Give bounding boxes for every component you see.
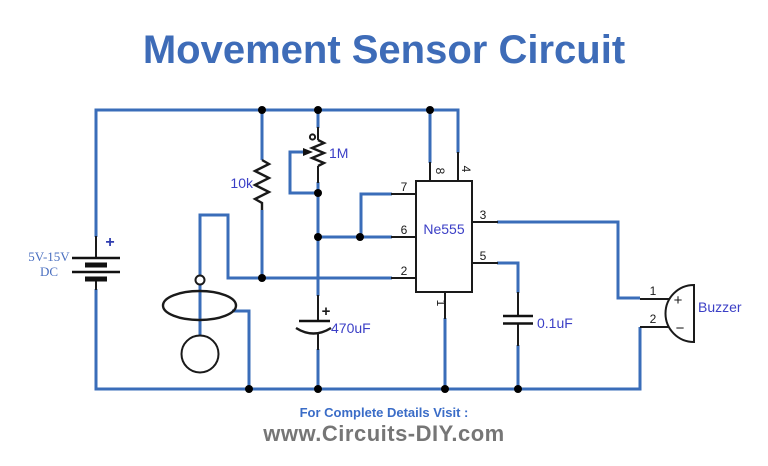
sensor-ring <box>161 289 238 322</box>
ic-pin2-number: 2 <box>401 264 408 278</box>
wires <box>94 108 642 391</box>
junction-dot <box>245 385 253 393</box>
junction-dot <box>314 106 322 114</box>
footer-note: For Complete Details Visit : <box>299 405 469 420</box>
ic-label: Ne555 <box>423 221 464 237</box>
battery-dc-label: DC <box>40 264 58 279</box>
junction-dot <box>314 189 322 197</box>
ic-pin3-number: 3 <box>480 208 487 222</box>
pot-value-label: 1M <box>329 145 348 161</box>
resistor-zigzag <box>252 158 272 210</box>
buzzer-label: Buzzer <box>698 299 742 315</box>
ic-pin7-number: 7 <box>401 180 408 194</box>
wire-pin5-to-cap <box>497 261 520 293</box>
footer: For Complete Details Visit : www.Circuit… <box>0 405 768 446</box>
sensor-pivot-circle <box>194 274 206 286</box>
wire-bottom-rail <box>94 289 642 391</box>
buzzer-body <box>664 283 695 344</box>
cap470-plus-sign: + <box>322 303 331 320</box>
capacitor-470uf: + 470uF <box>295 303 371 336</box>
capacitor-01uf: 0.1uF <box>503 314 573 331</box>
ic-pin5-number: 5 <box>480 249 487 263</box>
buzzer-pin1-number: 1 <box>650 284 657 298</box>
page-title: Movement Sensor Circuit <box>142 28 626 72</box>
wire-pin2-to-sensor <box>198 213 392 280</box>
component-leads <box>95 127 670 350</box>
junction-dot <box>314 233 322 241</box>
junction-dot <box>356 233 364 241</box>
junction-dot <box>314 385 322 393</box>
ic-pin8-number: 8 <box>433 168 447 175</box>
potentiometer-1m: 1M <box>303 133 348 168</box>
ic-pin1-number: 1 <box>434 300 448 307</box>
junction-dots <box>245 106 522 393</box>
wire-pot-wiper <box>288 150 318 195</box>
pot-top-marker <box>308 133 317 141</box>
wire-sensor-out <box>232 309 251 389</box>
cap01-value-label: 0.1uF <box>537 315 573 331</box>
footer-url: www.Circuits-DIY.com <box>263 420 505 446</box>
wire-pin3-to-buzzer <box>497 220 640 300</box>
pot-wiper-arrowhead <box>303 148 313 156</box>
battery-plus-sign: + <box>105 234 114 251</box>
ic-pin4-number: 4 <box>459 166 473 173</box>
cap470-curved-plate <box>295 326 332 335</box>
ic-pin6-number: 6 <box>401 223 408 237</box>
battery: + 5V-15V DC <box>28 234 120 282</box>
junction-dot <box>258 274 266 282</box>
buzzer-pin2-number: 2 <box>650 312 657 326</box>
buzzer-minus-sign: − <box>676 320 685 337</box>
junction-dot <box>426 106 434 114</box>
junction-dot <box>441 385 449 393</box>
wire-pin7 <box>359 192 392 237</box>
ic-body <box>415 180 473 293</box>
cap470-value-label: 470uF <box>331 320 371 336</box>
sensor-pendulum-bob <box>180 334 220 374</box>
resistor-value-label: 10k <box>230 175 254 191</box>
resistor-10k: 10k <box>230 158 272 210</box>
wire-left-and-top-rail <box>94 108 460 237</box>
tilt-sensor <box>161 274 238 374</box>
battery-voltage-label: 5V-15V <box>28 249 70 264</box>
junction-dot <box>258 106 266 114</box>
buzzer: + − 1 2 Buzzer <box>650 283 742 344</box>
buzzer-plus-sign: + <box>674 292 683 309</box>
junction-dot <box>514 385 522 393</box>
pot-zigzag <box>308 138 328 168</box>
ic-ne555: Ne555 7 6 2 3 5 8 4 1 <box>401 166 487 307</box>
